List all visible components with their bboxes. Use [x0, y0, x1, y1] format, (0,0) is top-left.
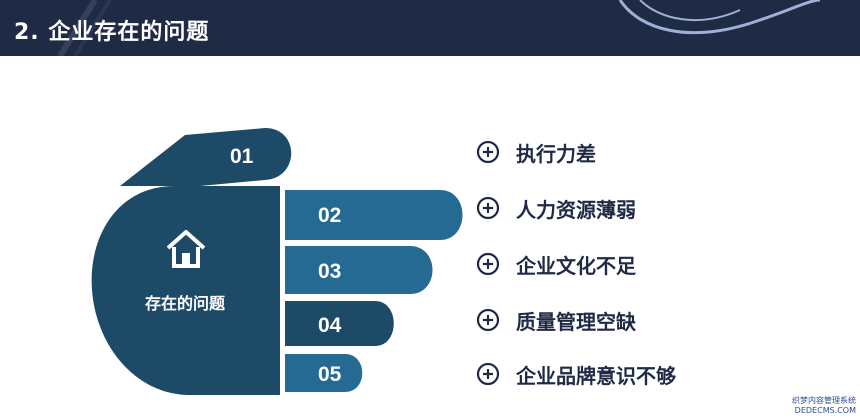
plus-circle-icon	[476, 308, 500, 332]
finger-04-shape	[285, 301, 394, 346]
finger-04-label: 04	[318, 314, 342, 337]
list-item-label: 企业品牌意识不够	[516, 363, 676, 388]
finger-01-shape	[120, 128, 292, 186]
hand-diagram	[91, 128, 463, 395]
center-label: 存在的问题	[144, 294, 225, 313]
list-item: 企业品牌意识不够	[476, 359, 676, 389]
list-item: 质量管理空缺	[476, 305, 636, 335]
plus-circle-icon	[476, 196, 500, 220]
watermark-line1: 织梦内容管理系统	[792, 396, 856, 405]
list-item: 企业文化不足	[476, 249, 636, 279]
plus-circle-icon	[476, 140, 500, 164]
list-item-label: 执行力差	[516, 141, 596, 166]
watermark: 织梦内容管理系统 DEDECMS.COM	[792, 396, 856, 416]
plus-circle-icon	[476, 252, 500, 276]
finger-01-label: 01	[230, 145, 254, 168]
finger-05-label: 05	[318, 363, 342, 386]
page-title: 2. 企业存在的问题	[14, 20, 210, 45]
finger-02-shape	[285, 190, 463, 240]
list-item: 执行力差	[476, 137, 596, 167]
palm-shape	[91, 186, 280, 395]
list-item: 人力资源薄弱	[476, 193, 636, 223]
header-decoration	[57, 0, 821, 56]
list-item-label: 质量管理空缺	[516, 309, 636, 334]
list-item-label: 企业文化不足	[516, 253, 636, 278]
list-item-label: 人力资源薄弱	[516, 197, 636, 222]
watermark-line2: DEDECMS.COM	[794, 406, 856, 415]
plus-circle-icon	[476, 362, 500, 386]
house-icon	[166, 230, 206, 268]
finger-03-label: 03	[318, 260, 342, 283]
finger-02-label: 02	[318, 204, 342, 227]
header-bar: 2. 企业存在的问题	[0, 0, 860, 56]
finger-03-shape	[285, 246, 433, 294]
finger-05-shape	[285, 354, 363, 392]
